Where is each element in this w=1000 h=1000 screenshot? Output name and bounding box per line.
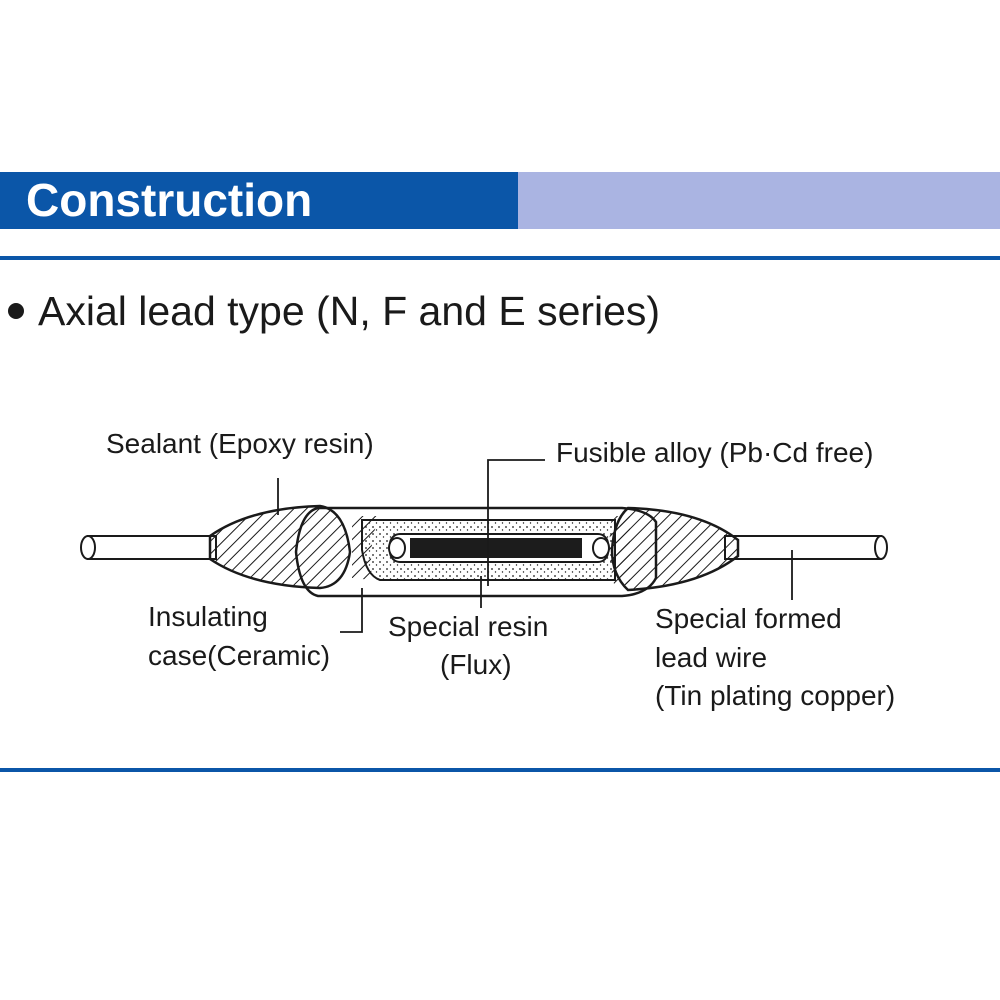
bullet-icon [8, 303, 24, 320]
lead-wire-label-line1: Special formed [655, 603, 842, 634]
section-subtitle: Axial lead type (N, F and E series) [8, 284, 660, 338]
inner-hatch-left [352, 516, 380, 580]
leader-lines [277, 459, 793, 633]
bottom-divider [0, 768, 1000, 772]
banner-light-block [518, 172, 1000, 229]
lead-wire-label-line2: lead wire [655, 642, 767, 673]
fusible-element [388, 533, 610, 563]
special-resin-label-line2: (Flux) [440, 649, 512, 680]
insulating-case-leader [340, 588, 363, 633]
special-resin-label-line1: Special resin [388, 611, 548, 642]
left-lead-wire [80, 535, 217, 560]
fusible-alloy-bar [410, 538, 582, 558]
insulating-case-label-line2: case(Ceramic) [148, 640, 330, 671]
right-sealant [610, 506, 740, 592]
insulating-case-label-line1: Insulating [148, 601, 268, 632]
fusible-alloy-label: Fusible alloy (Pb·Cd free) [556, 437, 873, 468]
inner-hatch-right [609, 516, 630, 584]
banner-dark-block [0, 172, 518, 229]
top-divider [0, 256, 1000, 260]
sealant-label: Sealant (Epoxy resin) [106, 428, 374, 459]
page-title: Construction [26, 174, 313, 226]
left-sealant [208, 504, 352, 590]
subtitle-text: Axial lead type (N, F and E series) [38, 288, 661, 334]
fusible-alloy-leader [487, 459, 545, 586]
lead-wire-label-line3: (Tin plating copper) [655, 680, 895, 711]
right-lead-wire [724, 535, 888, 560]
section-banner: Construction [0, 172, 1000, 229]
